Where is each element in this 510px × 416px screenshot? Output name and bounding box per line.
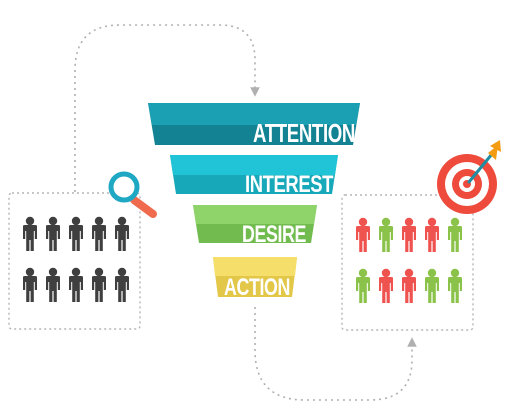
stage-desire: DESIRE bbox=[193, 205, 317, 248]
stage-action: ACTION bbox=[213, 257, 297, 301]
person-icon bbox=[46, 267, 60, 302]
person-icon bbox=[115, 216, 129, 251]
person-icon bbox=[92, 216, 106, 251]
person-icon bbox=[23, 267, 37, 302]
person-icon bbox=[425, 217, 439, 252]
funnel: ATTENTION INTEREST DESIRE ACTION bbox=[148, 103, 360, 301]
person-icon bbox=[379, 268, 393, 303]
person-icon bbox=[402, 217, 416, 252]
person-icon bbox=[115, 267, 129, 302]
person-icon bbox=[379, 217, 393, 252]
audience-after-box bbox=[341, 194, 474, 331]
person-icon bbox=[23, 216, 37, 251]
stage-desire-label: DESIRE bbox=[242, 221, 306, 248]
audience-after bbox=[356, 217, 462, 303]
magnifier-icon bbox=[108, 171, 157, 218]
person-icon bbox=[448, 268, 462, 303]
target-icon bbox=[437, 140, 501, 214]
person-icon bbox=[92, 267, 106, 302]
connector-bottom bbox=[254, 307, 417, 401]
stage-interest: INTEREST bbox=[170, 155, 338, 198]
audience-before-box bbox=[8, 192, 141, 330]
stage-action-label: ACTION bbox=[224, 274, 290, 301]
person-icon bbox=[356, 217, 370, 252]
person-icon bbox=[46, 216, 60, 251]
stage-attention: ATTENTION bbox=[148, 103, 360, 148]
stage-attention-label: ATTENTION bbox=[253, 118, 355, 148]
person-icon bbox=[69, 216, 83, 251]
stage-interest-label: INTEREST bbox=[245, 171, 334, 198]
audience-before bbox=[23, 216, 129, 302]
person-icon bbox=[402, 268, 416, 303]
person-icon bbox=[448, 217, 462, 252]
person-icon bbox=[425, 268, 439, 303]
person-icon bbox=[356, 268, 370, 303]
connector-top bbox=[74, 24, 260, 192]
person-icon bbox=[69, 267, 83, 302]
